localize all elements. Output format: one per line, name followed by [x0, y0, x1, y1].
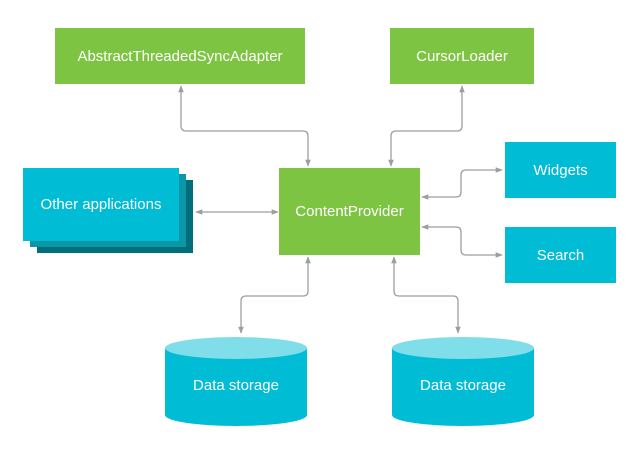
- storage-cylinder-left: [165, 337, 307, 426]
- other-apps-card-front: [23, 168, 179, 241]
- sync-adapter-box: [55, 28, 305, 84]
- storage-cylinder-right: [392, 337, 534, 426]
- connector-search: [421, 224, 503, 258]
- connector-sync-adapter: [178, 85, 311, 167]
- search-box: [505, 227, 616, 283]
- connector-widgets: [421, 167, 503, 200]
- cursor-loader-box: [390, 28, 534, 84]
- connector-cursor-loader: [388, 85, 465, 167]
- content-provider-box: [279, 168, 420, 255]
- widgets-box: [505, 142, 616, 198]
- connector-storage-right: [391, 256, 461, 334]
- other-apps-stack: [23, 168, 193, 253]
- connector-storage-left: [238, 256, 311, 334]
- connectors: [178, 85, 503, 334]
